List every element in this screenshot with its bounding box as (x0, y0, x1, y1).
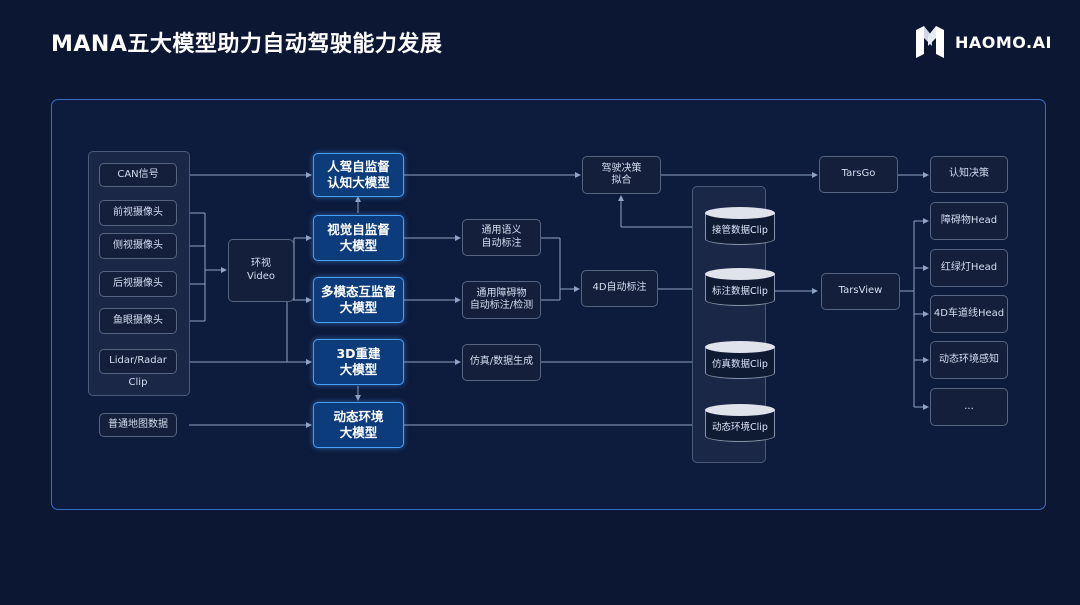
more-heads-node: ... (930, 388, 1008, 426)
model-dynamic-environment: 动态环境 大模型 (313, 402, 404, 448)
obstacle-autolabel-node: 通用障碍物 自动标注/检测 (462, 281, 541, 319)
map-data-node: 普通地图数据 (99, 413, 177, 437)
lidar-radar-node: Lidar/Radar (99, 349, 177, 374)
model-human-driving-cognition: 人驾自监督 认知大模型 (313, 153, 404, 197)
dynamic-clip-label: 动态环境Clip (712, 422, 768, 433)
clip-group-label: Clip (128, 377, 148, 388)
sim-clip-label: 仿真数据Clip (712, 359, 768, 370)
traffic-light-head-node: 红绿灯Head (930, 249, 1008, 287)
auto-4d-label-node: 4D自动标注 (581, 270, 658, 307)
dynamic-clip-db: 动态环境Clip (705, 404, 775, 442)
model-vision-self-supervised: 视觉自监督 大模型 (313, 215, 404, 261)
brand-logo: HAOMO.AI (914, 26, 1052, 58)
semantic-autolabel-node: 通用语义 自动标注 (462, 219, 541, 256)
label-clip-label: 标注数据Clip (712, 286, 768, 297)
takeover-clip-label: 接管数据Clip (712, 225, 768, 236)
takeover-clip-db: 接管数据Clip (705, 207, 775, 245)
brand-name: HAOMO.AI (955, 32, 1052, 52)
label-clip-db: 标注数据Clip (705, 268, 775, 306)
model-3d-reconstruction: 3D重建 大模型 (313, 339, 404, 385)
front-camera-node: 前视摄像头 (99, 200, 177, 226)
fisheye-camera-node: 鱼眼摄像头 (99, 308, 177, 334)
model-multimodal-mutual-supervised: 多模态互监督 大模型 (313, 277, 404, 323)
tarsgo-node: TarsGo (819, 156, 898, 193)
obstacle-head-node: 障碍物Head (930, 202, 1008, 240)
driving-decision-fit-node: 驾驶决策 拟合 (582, 156, 661, 194)
rear-camera-node: 后视摄像头 (99, 271, 177, 297)
surround-video-node: 环视 Video (228, 239, 294, 302)
tarsview-node: TarsView (821, 273, 900, 310)
sim-clip-db: 仿真数据Clip (705, 341, 775, 379)
lane-4d-head-node: 4D车道线Head (930, 295, 1008, 333)
side-camera-node: 侧视摄像头 (99, 233, 177, 259)
cognitive-decision-node: 认知决策 (930, 156, 1008, 193)
can-signal-node: CAN信号 (99, 163, 177, 187)
dynamic-env-perception-node: 动态环境感知 (930, 341, 1008, 379)
haomo-logo-icon (916, 26, 944, 58)
page-title: MANA五大模型助力自动驾驶能力发展 (51, 32, 443, 57)
simulation-generation-node: 仿真/数据生成 (462, 344, 541, 381)
